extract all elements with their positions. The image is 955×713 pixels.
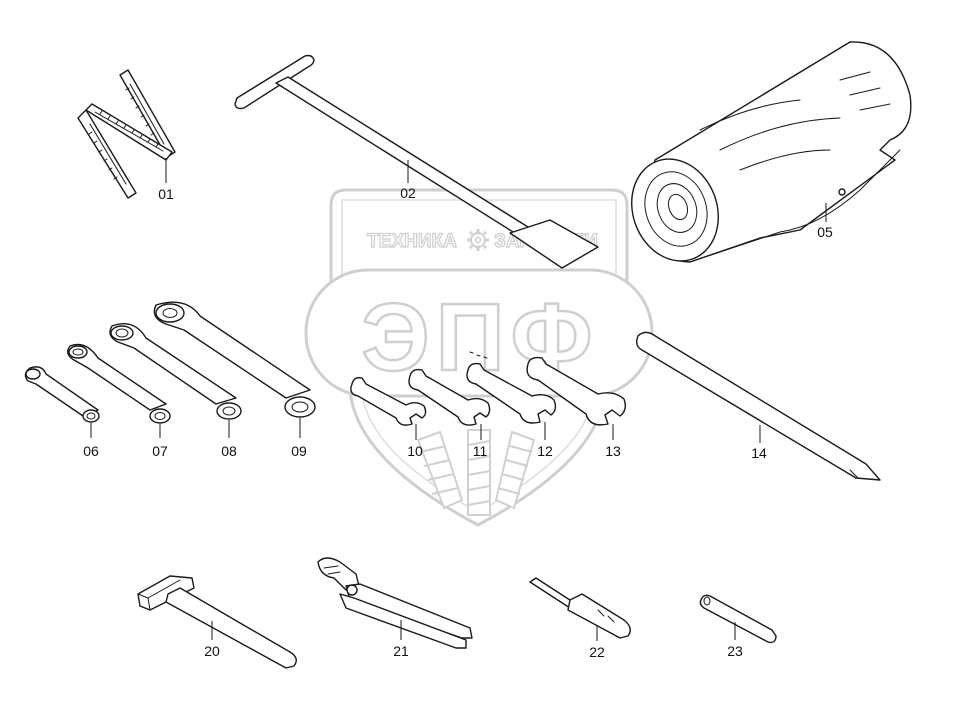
- part-10-open-end-wrench: [350, 376, 427, 440]
- part-label-02: 02: [400, 185, 416, 201]
- part-11-open-end-wrench: [408, 368, 491, 440]
- part-label-10: 10: [407, 443, 423, 459]
- watermark-banner: [304, 268, 654, 398]
- part-label-07: 07: [152, 443, 168, 459]
- part-22-screwdriver: [529, 577, 631, 641]
- part-label-21: 21: [393, 643, 409, 659]
- part-label-23: 23: [727, 643, 743, 659]
- part-label-06: 06: [83, 443, 99, 459]
- part-05-tool-roll: [631, 41, 912, 263]
- part-label-05: 05: [817, 224, 833, 240]
- part-07-box-wrench: [67, 343, 171, 438]
- part-02-t-handle-key: [234, 54, 599, 269]
- gear-icon: [467, 229, 489, 251]
- part-01-folding-rule: [77, 69, 176, 199]
- part-06-box-wrench: [24, 366, 100, 438]
- part-12-open-end-wrench: [466, 351, 557, 440]
- watermark-left-word: ТЕХНИКА: [367, 231, 457, 252]
- part-label-08: 08: [221, 443, 237, 459]
- part-20-hammer: [137, 575, 297, 669]
- part-label-12: 12: [537, 443, 553, 459]
- watermark: ТЕХНИКА ЗАПЧАСТИ ЭПФ: [304, 188, 654, 527]
- part-08-box-wrench: [109, 323, 242, 438]
- part-14-pry-bar: [635, 331, 881, 481]
- part-21-pliers: [317, 557, 473, 649]
- watermark-wheat: [416, 429, 536, 516]
- part-label-11: 11: [473, 443, 488, 459]
- part-label-22: 22: [589, 644, 605, 660]
- part-09-box-wrench: [153, 301, 316, 438]
- part-label-14: 14: [751, 445, 767, 461]
- part-label-13: 13: [605, 443, 621, 459]
- part-23-drift-pin: [699, 594, 777, 644]
- part-label-01: 01: [158, 186, 174, 202]
- part-label-20: 20: [204, 643, 220, 659]
- part-13-open-end-wrench: [526, 356, 627, 440]
- part-label-09: 09: [291, 443, 307, 459]
- rule-ticks: [88, 87, 159, 180]
